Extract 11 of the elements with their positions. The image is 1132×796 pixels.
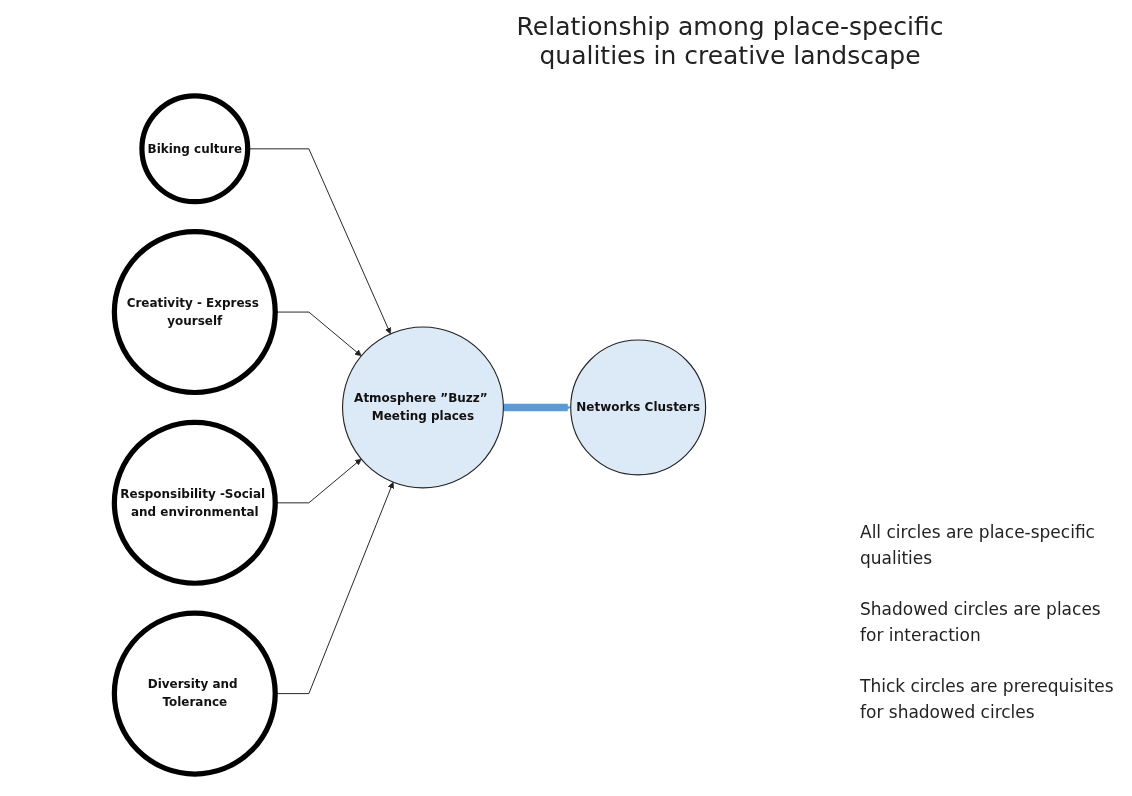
node-circle: Creativity - Express yourself (111, 229, 278, 396)
node-circle: Responsibility -Social and environmental (111, 419, 278, 586)
note-text: Thick circles are prerequisites for shadowed circles (860, 675, 1115, 724)
node-circle: Diversity and Tolerance (111, 610, 278, 777)
arrow (503, 403, 571, 412)
diagram-title: Relationship among place-specific qualities in creative landscape (515, 12, 945, 70)
node-circle: Atmosphere ”Buzz” Meeting places (342, 326, 504, 489)
note-text: Shadowed circles are places for interaction (860, 598, 1102, 647)
note-text: All circles are place-specific qualities (860, 521, 1096, 570)
node-circle: Networks Clusters (570, 339, 707, 476)
node-circle: Biking culture (139, 93, 251, 205)
